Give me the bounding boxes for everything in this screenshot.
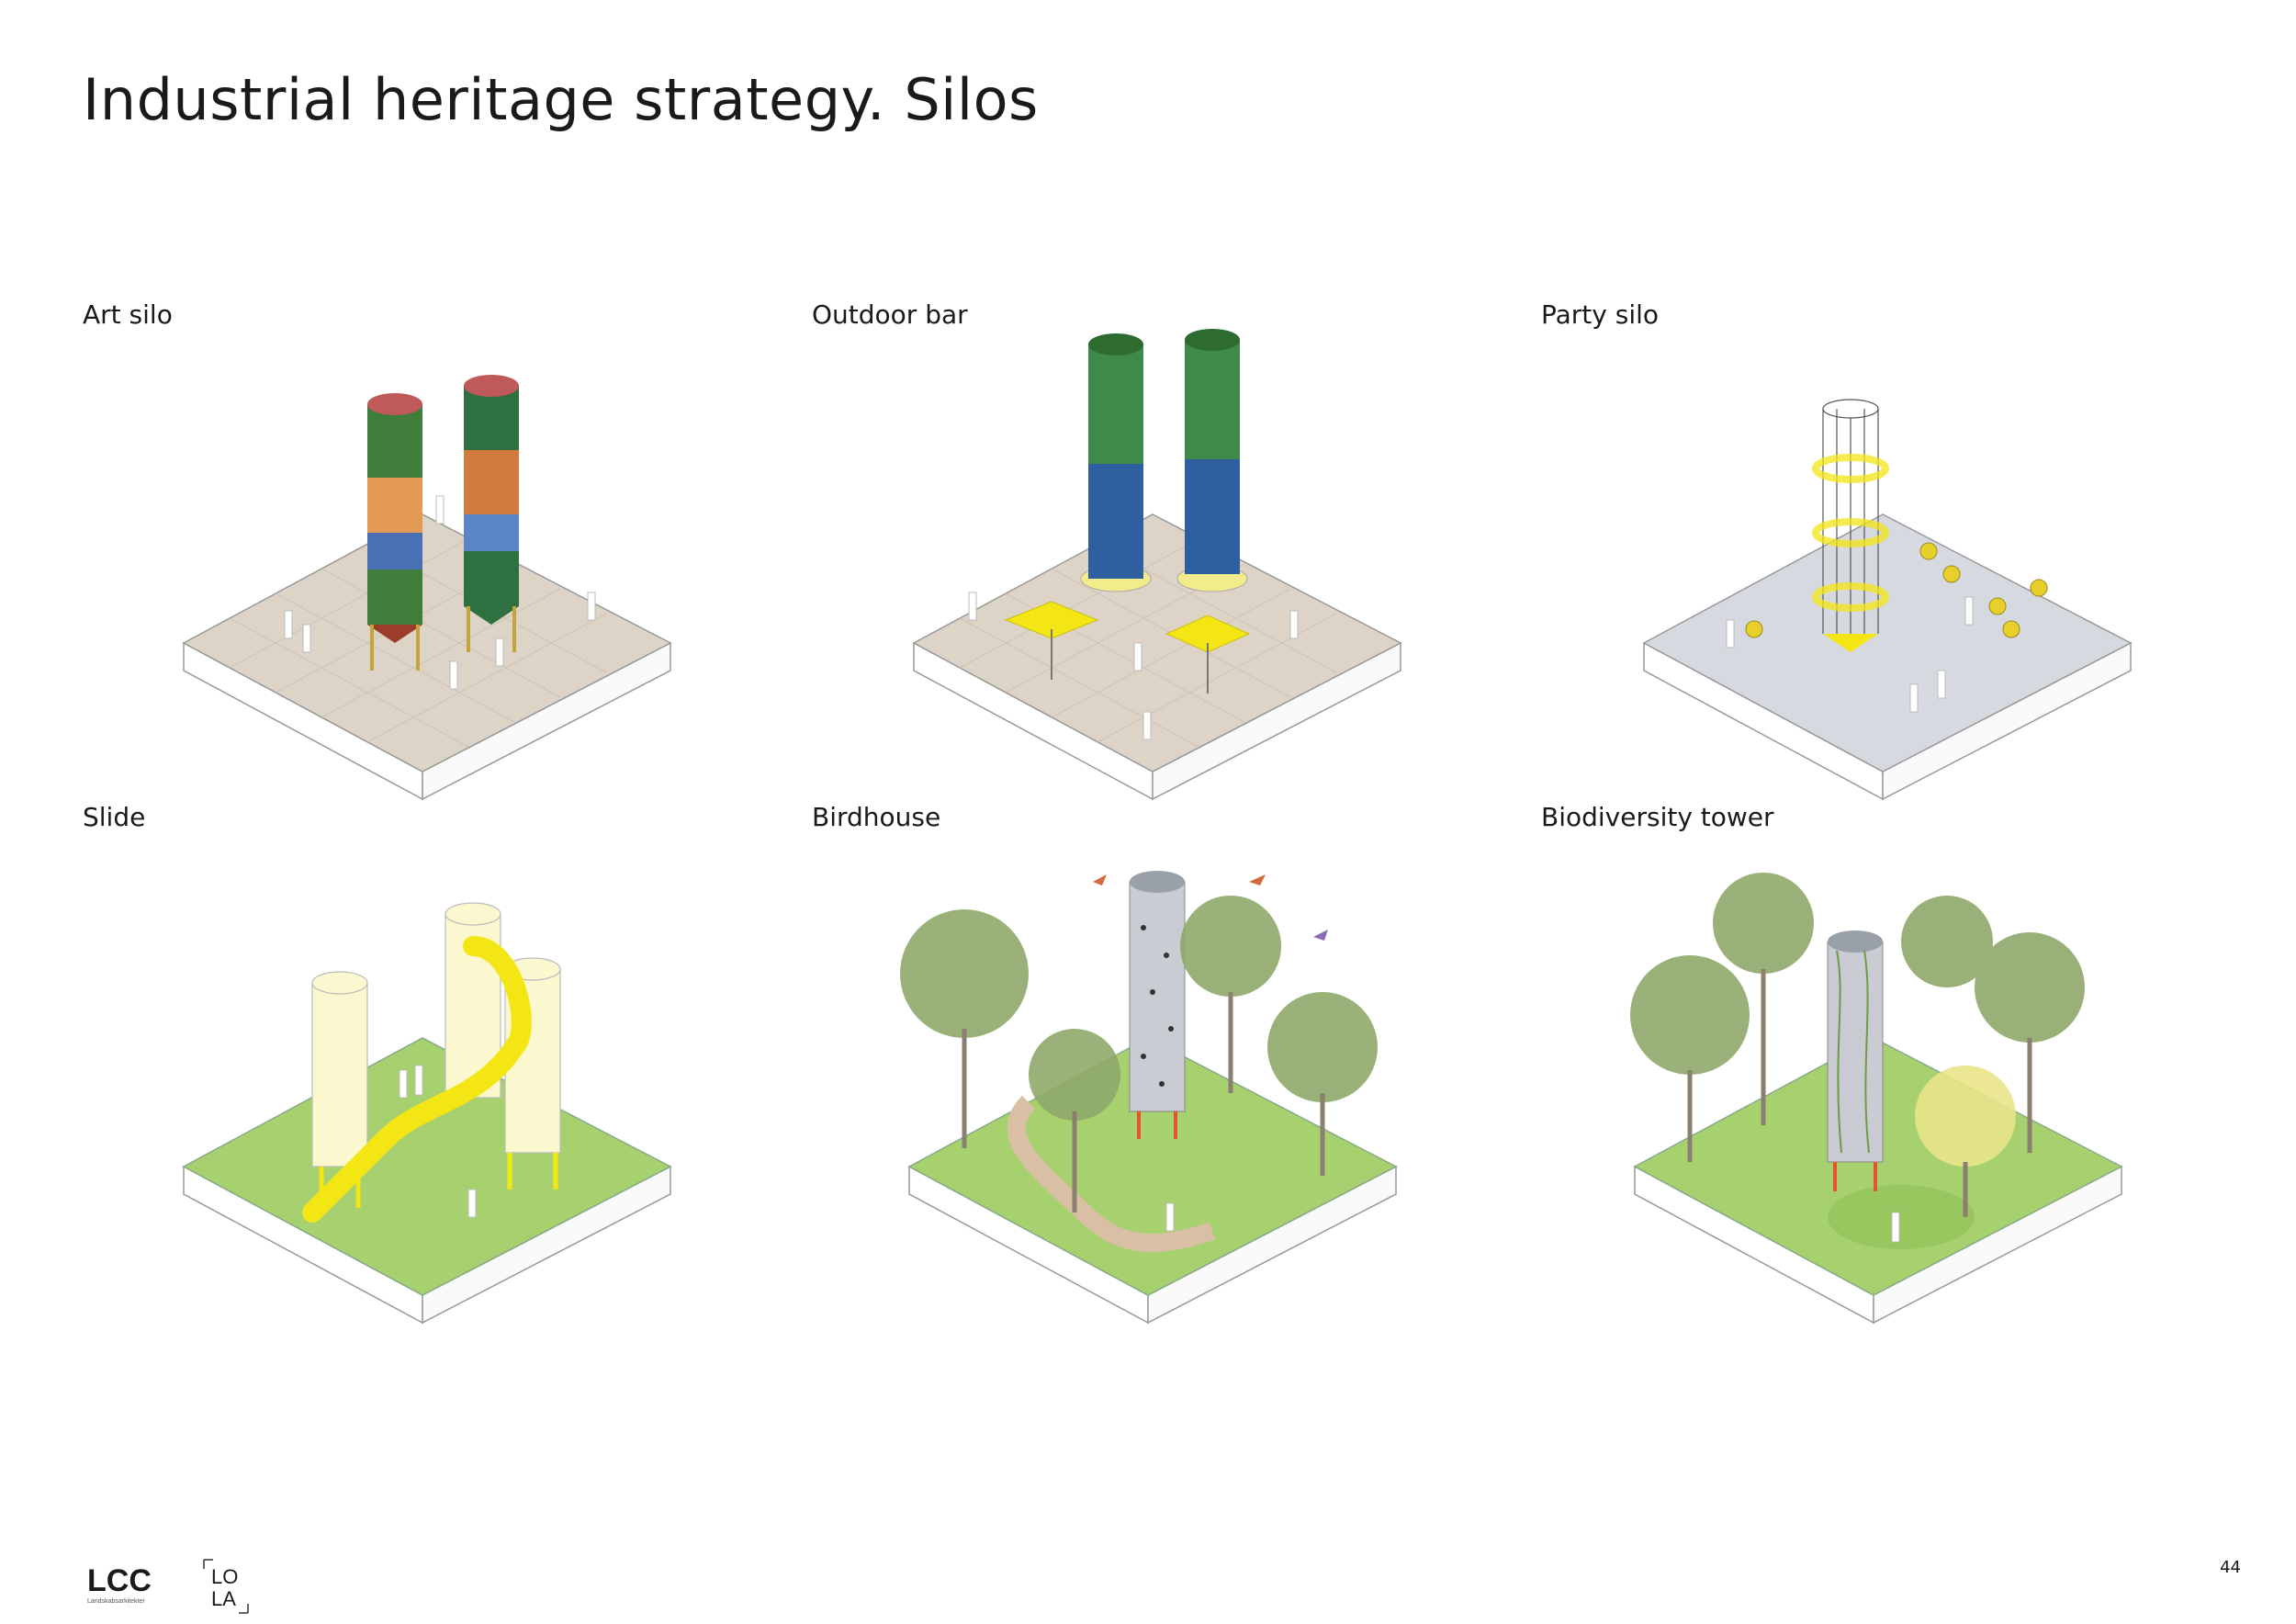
lola-logo: LO LA — [203, 1559, 249, 1614]
lcc-logo: LCC Landskabsarkitekter — [87, 1563, 152, 1605]
panel-label-birdhouse: Birdhouse — [812, 802, 941, 832]
page-title: Industrial heritage strategy. Silos — [83, 66, 1039, 133]
biodiversity-tower-illustration — [1630, 873, 2123, 1325]
panel-label-art-silo: Art silo — [83, 299, 173, 330]
lola-logo-line1: LO — [211, 1565, 238, 1588]
page-number: 44 — [2220, 1558, 2241, 1577]
slide-illustration — [182, 902, 672, 1325]
lcc-logo-caption: Landskabsarkitekter — [87, 1598, 145, 1605]
art-silo-illustration — [182, 375, 672, 801]
outdoor-bar-illustration — [912, 329, 1402, 801]
lcc-logo-text: LCC — [87, 1563, 152, 1598]
panel-label-biodiversity-tower: Biodiversity tower — [1541, 802, 1774, 832]
panel-label-outdoor-bar: Outdoor bar — [812, 299, 968, 330]
lola-logo-line2: LA — [211, 1587, 236, 1610]
panel-label-party-silo: Party silo — [1541, 299, 1660, 330]
panel-label-slide: Slide — [83, 802, 146, 832]
birdhouse-illustration — [900, 871, 1398, 1325]
party-silo-illustration — [1642, 399, 2133, 801]
